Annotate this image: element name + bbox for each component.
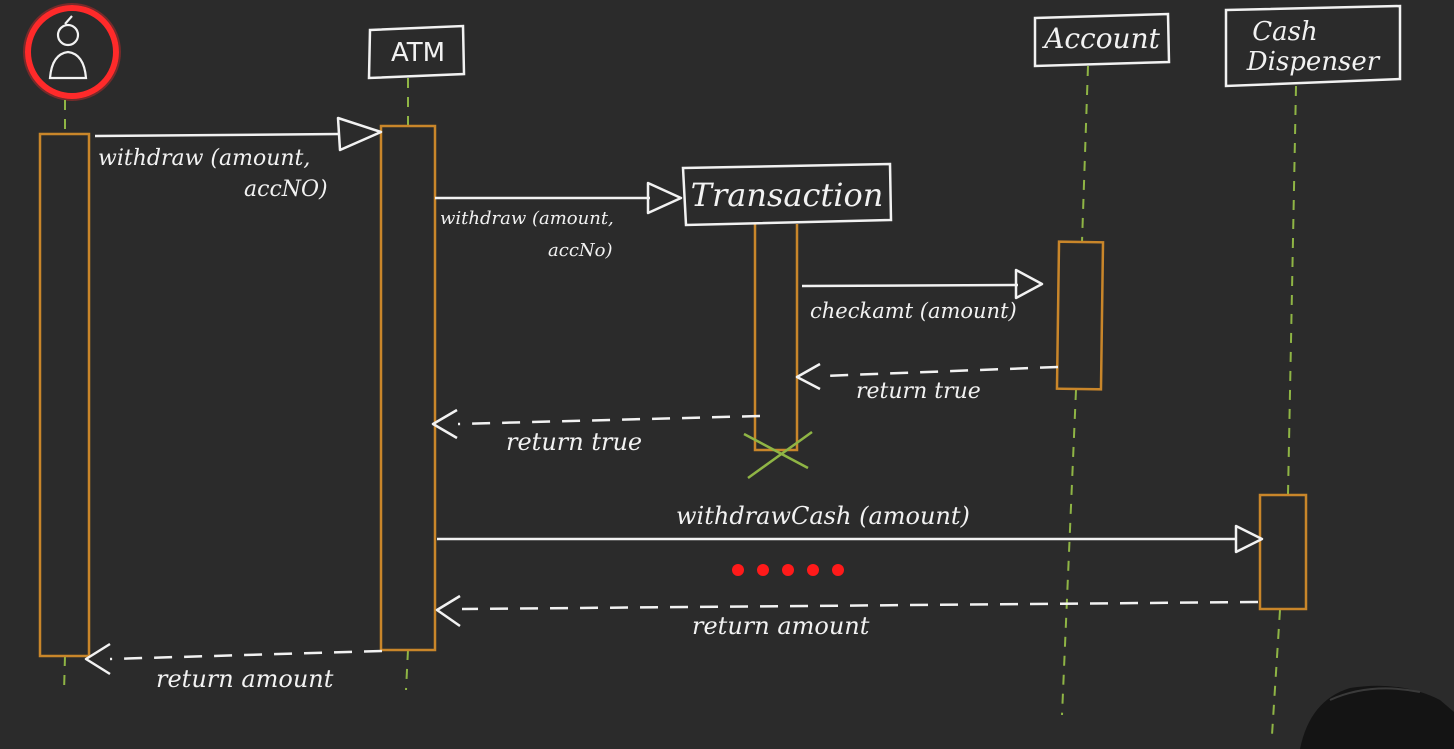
atm-lifeline-bottom [405,649,409,691]
message-withdraw-label-line2: accNO) [244,177,328,202]
message-withdraw2-label-line2: accNo) [548,240,613,261]
message-withdraw-to-atm: withdraw (amount, accNO) [94,116,383,202]
message-return-true-label-2: return true [506,428,642,456]
actor-activation-bar [38,132,91,658]
user-icon [48,15,88,80]
message-checkamt: checkamt (amount) [801,268,1044,323]
message-withdraw-to-transaction: withdraw (amount, accNo) [435,181,683,261]
message-withdraw2-label-line1: withdraw (amount, [440,208,614,229]
cash-dispenser-activation-bar [1258,493,1308,611]
message-return-true-to-atm: return true [431,408,761,456]
actor-lifeline-bottom [63,655,66,693]
message-return-amount-to-actor: return amount [84,642,383,693]
message-return-amount-to-atm: return amount [435,594,1259,640]
message-checkamt-label: checkamt (amount) [810,299,1017,323]
message-return-amount-label-2: return amount [156,665,334,693]
message-return-amount-label-1: return amount [692,612,870,640]
actor-participant [23,3,121,101]
transaction-label: Transaction [691,176,884,214]
message-return-true-to-transaction: return true [795,362,1059,404]
atm-object-box: ATM [367,24,466,80]
presenter-silhouette [1300,685,1454,749]
account-activation-bar [1055,240,1105,391]
message-withdraw-label-line1: withdraw (amount, [98,146,310,171]
lifelines [63,65,1297,736]
account-lifeline-top [1081,65,1089,243]
cash-dispenser-lifeline-top [1287,85,1297,495]
actor-highlight-ring [25,5,119,99]
cash-dispenser-label-line2: Dispenser [1246,47,1381,77]
ellipsis-dots [732,564,844,576]
account-label: Account [1041,22,1161,55]
message-withdraw-cash: withdrawCash (amount) [437,502,1264,554]
account-object-box: Account [1033,12,1171,68]
atm-activation-bar [379,124,437,652]
transaction-object-box: Transaction [681,162,893,227]
account-lifeline-bottom [1061,389,1077,716]
cash-dispenser-lifeline-bottom [1271,609,1281,736]
transaction-destroy-marker [743,430,813,480]
cash-dispenser-object-box: Cash Dispenser [1224,4,1402,88]
message-return-true-label-1: return true [856,379,981,404]
atm-label: ATM [391,38,445,68]
transaction-activation-bar [753,224,799,452]
message-withdraw-cash-label: withdrawCash (amount) [676,502,970,530]
cash-dispenser-label-line1: Cash [1252,17,1317,47]
